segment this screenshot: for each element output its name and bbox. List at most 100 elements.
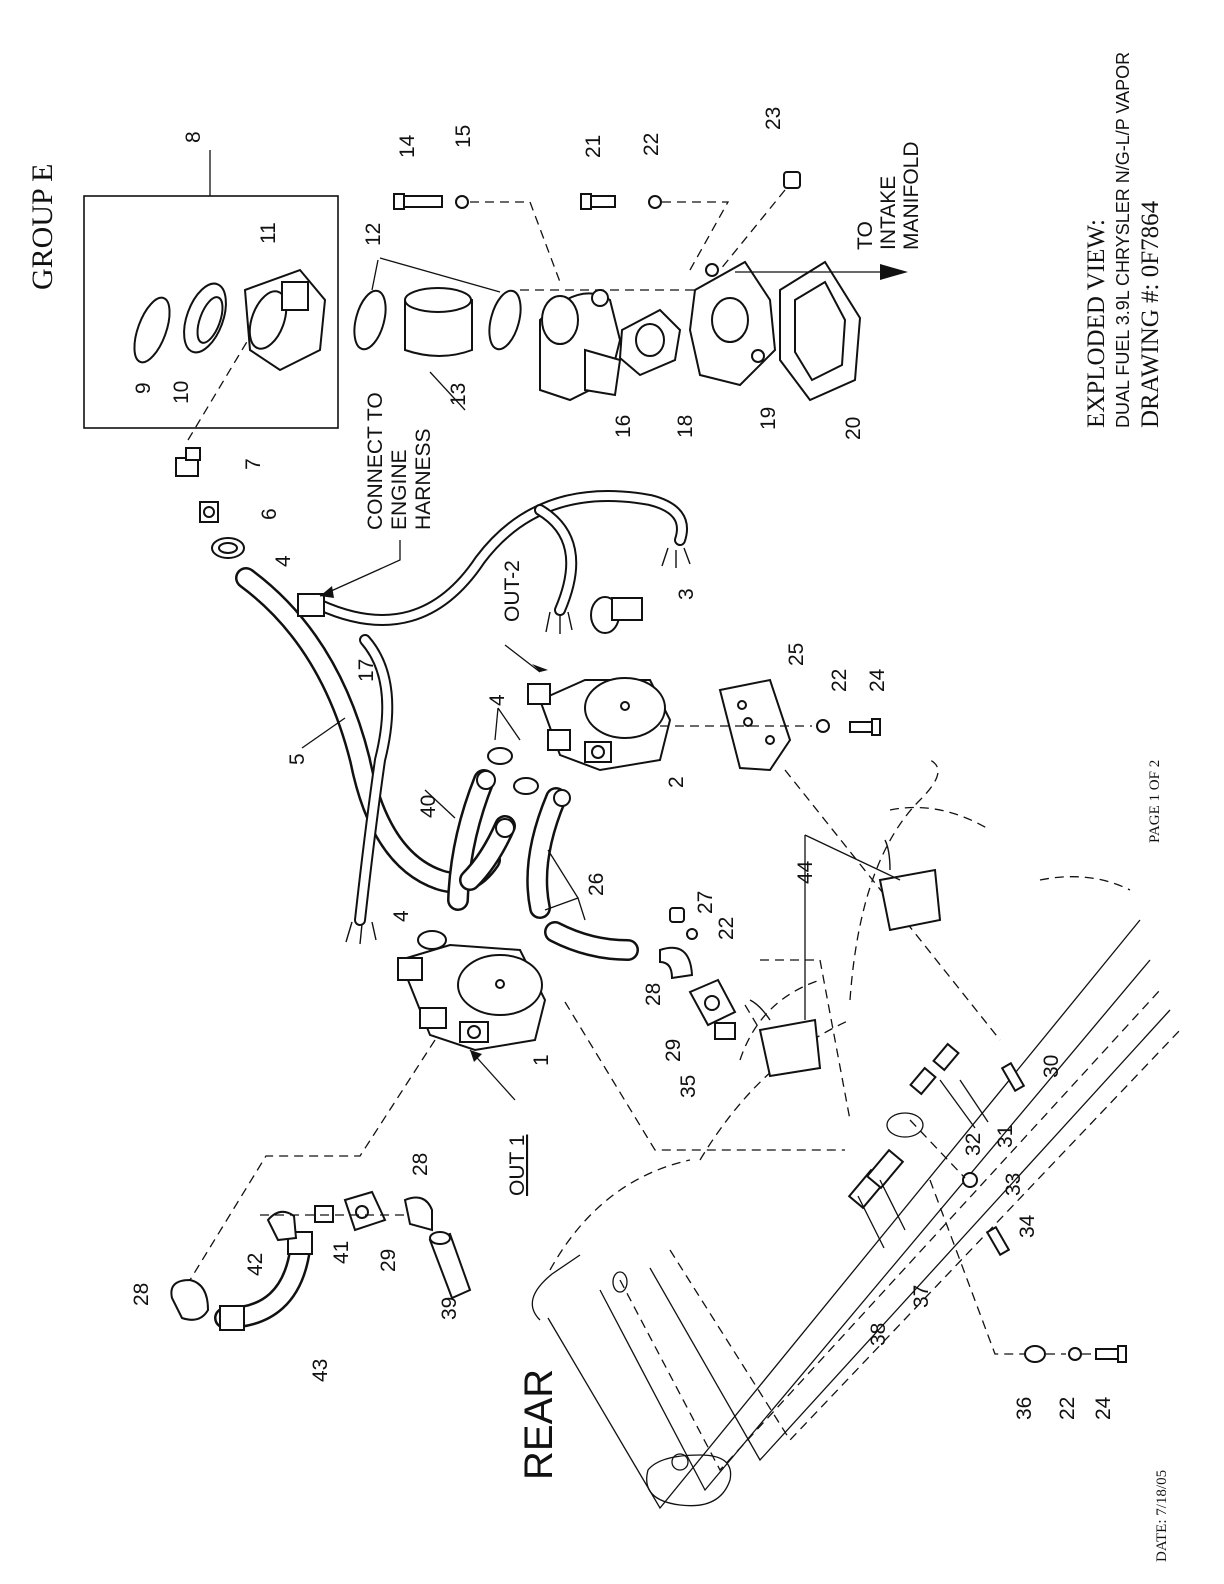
- elbow-28-left: [170, 1278, 210, 1321]
- washer-22-bottom: [1068, 1347, 1082, 1361]
- callout-16: 16: [612, 415, 635, 438]
- frame-rail: [531, 759, 1181, 1510]
- connect-engine-harness-label: CONNECT TO ENGINE HARNESS: [364, 392, 435, 530]
- title-block: EXPLODED VIEW: DUAL FUEL 3.9L CHRYSLER N…: [1083, 52, 1164, 428]
- screw-24-bracket: [849, 718, 881, 736]
- callout-3: 3: [675, 588, 698, 600]
- callout-4c: 4: [390, 910, 413, 922]
- callout-40: 40: [417, 795, 440, 818]
- elbow-42: [266, 1210, 298, 1242]
- callout-37: 37: [910, 1285, 933, 1308]
- callout-43: 43: [309, 1359, 332, 1382]
- svg-text:ENGINE: ENGINE: [388, 449, 411, 530]
- regulator-2: [504, 644, 672, 772]
- out-1-label: OUT 1: [506, 1135, 529, 1196]
- callout-38: 38: [867, 1323, 890, 1346]
- screw-14: [393, 193, 443, 210]
- callout-36: 36: [1013, 1397, 1036, 1420]
- callout-9: 9: [132, 382, 155, 394]
- nipple-41: [314, 1205, 334, 1223]
- callout-29a: 29: [662, 1039, 685, 1062]
- callout-28a: 28: [642, 983, 665, 1006]
- callout-4a: 4: [272, 555, 295, 567]
- gasket-20: [779, 260, 862, 402]
- svg-text:TO: TO: [854, 221, 877, 250]
- svg-text:HARNESS: HARNESS: [412, 428, 435, 530]
- out-2-label: OUT-2: [501, 560, 524, 622]
- callout-22b: 22: [828, 669, 851, 692]
- callout-22a: 22: [640, 133, 663, 156]
- screw-21: [580, 193, 616, 210]
- callout-13: 13: [447, 383, 470, 406]
- callout-33: 33: [1002, 1173, 1025, 1196]
- elbow-7: [175, 447, 201, 477]
- callout-22d: 22: [1056, 1397, 1079, 1420]
- callout-27: 27: [694, 891, 717, 914]
- flange-29-mid: [688, 978, 737, 1027]
- kit-box-8: [83, 150, 339, 429]
- to-intake-manifold-label: TO INTAKE MANIFOLD: [854, 141, 923, 250]
- date-label: DATE: 7/18/05: [1154, 1470, 1170, 1562]
- wire-harness-17: [297, 490, 691, 945]
- tube-39: [428, 1231, 472, 1300]
- rear-label: REAR: [517, 1369, 561, 1480]
- clamp-4-top: [211, 537, 245, 559]
- label-37: [865, 1148, 905, 1190]
- throttle-body-16: [539, 289, 622, 402]
- elbow-28-left2: [403, 1196, 433, 1232]
- callout-11: 11: [257, 222, 280, 244]
- svg-text:MANIFOLD: MANIFOLD: [900, 141, 923, 250]
- callout-1: 1: [530, 1054, 553, 1066]
- sensor-3: [590, 596, 643, 634]
- callout-labels: 1 2 3 4 4 4 5 6 7 8 9 10 11 12 13 14 15 …: [130, 107, 1115, 1420]
- callout-23: 23: [762, 107, 785, 130]
- hose-40: [447, 769, 516, 911]
- callout-22c: 22: [715, 917, 738, 940]
- callout-2: 2: [665, 776, 688, 788]
- gasket-18: [618, 308, 682, 377]
- callout-26: 26: [585, 873, 608, 896]
- nut-27: [669, 907, 685, 923]
- bracket-25: [718, 678, 792, 772]
- clamp-12: [353, 257, 522, 351]
- callout-24a: 24: [866, 668, 889, 692]
- leader-14: [470, 201, 561, 283]
- callout-25: 25: [785, 643, 808, 666]
- title-line-3: DRAWING #: 0F7864: [1137, 200, 1164, 428]
- clamp-4-mid: [476, 747, 571, 838]
- callout-44: 44: [794, 860, 817, 884]
- adapter-19: [688, 260, 777, 387]
- harness-connector: [297, 593, 325, 617]
- screw-24-bottom: [1095, 1345, 1127, 1363]
- callout-34: 34: [1016, 1214, 1039, 1238]
- callout-14: 14: [396, 134, 419, 158]
- title-line-2: DUAL FUEL 3.9L CHRYSLER N/G-L/P VAPOR: [1113, 52, 1133, 428]
- hose-26: [526, 787, 639, 961]
- washer-22-top: [648, 195, 662, 209]
- label-31: [932, 1042, 960, 1072]
- screw-30: [1000, 1061, 1026, 1093]
- callout-20: 20: [842, 417, 865, 440]
- callout-15: 15: [452, 125, 475, 148]
- callout-6: 6: [258, 508, 281, 520]
- callout-30: 30: [1040, 1055, 1063, 1078]
- regulator-1: [397, 943, 547, 1052]
- callout-4b: 4: [486, 694, 509, 706]
- hose-43: [214, 1231, 313, 1331]
- leader-21: [662, 201, 730, 271]
- callout-41: 41: [330, 1241, 353, 1264]
- callout-28c: 28: [130, 1283, 153, 1306]
- washer-33: [962, 1172, 978, 1188]
- callout-24b: 24: [1092, 1396, 1115, 1420]
- tube-13: [404, 287, 473, 357]
- fitting-6: [199, 501, 219, 523]
- callout-8: 8: [182, 131, 205, 143]
- label-32: [909, 1066, 937, 1096]
- washer-36: [1024, 1345, 1046, 1363]
- elbow-28-mid: [659, 946, 694, 980]
- callout-18: 18: [674, 415, 697, 438]
- module-44: [749, 839, 942, 1078]
- screw-34: [985, 1225, 1011, 1257]
- svg-text:INTAKE: INTAKE: [877, 176, 900, 250]
